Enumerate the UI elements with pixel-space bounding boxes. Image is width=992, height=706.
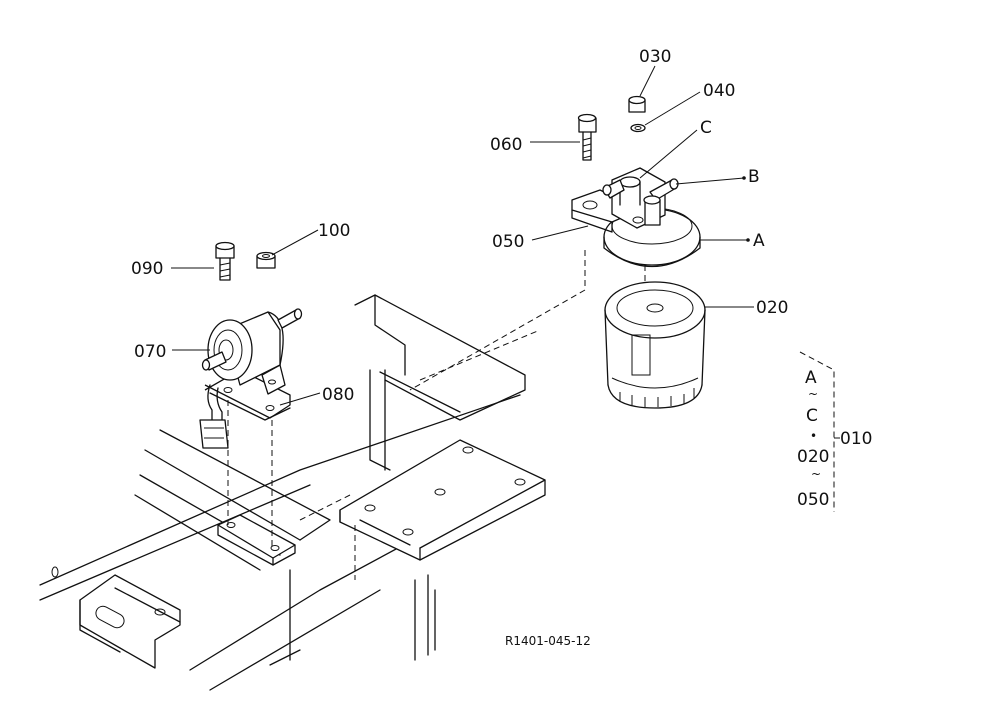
- callout-c: C: [700, 118, 712, 138]
- callout-a: A: [753, 231, 765, 251]
- assembly-group-010: A ~ C • 020 ~ 050 010: [797, 351, 872, 512]
- group-line-020: 020: [797, 447, 829, 467]
- bolt-030: [628, 95, 646, 113]
- bolt-060: [577, 113, 597, 161]
- drawing-code: R1401-045-12: [505, 634, 591, 648]
- group-ref-010: 010: [840, 429, 872, 449]
- frame-structure: [39, 294, 546, 691]
- callout-070: 070: [134, 342, 166, 362]
- callout-080: 080: [322, 385, 354, 405]
- washer-040: [630, 123, 646, 133]
- bolt-100: [256, 251, 276, 269]
- callout-050: 050: [492, 232, 524, 252]
- callout-b: B: [748, 167, 760, 187]
- callout-040: 040: [703, 81, 735, 101]
- group-line-tilde1: ~: [808, 387, 818, 401]
- callout-100: 100: [318, 221, 350, 241]
- group-line-dot: •: [810, 429, 817, 443]
- group-line-050: 050: [797, 490, 829, 510]
- group-line-c: C: [806, 406, 818, 426]
- callout-labels: 030 040 C 060 B 050 A 100 090 020 070 08…: [131, 47, 788, 405]
- fuel-pump: [199, 308, 303, 449]
- callout-020: 020: [756, 298, 788, 318]
- callout-030: 030: [639, 47, 671, 67]
- callout-090: 090: [131, 259, 163, 279]
- group-line-a: A: [805, 368, 817, 388]
- group-line-tilde2: ~: [811, 467, 821, 481]
- callout-060: 060: [490, 135, 522, 155]
- leader-lines: [171, 65, 754, 406]
- bolt-090: [215, 241, 235, 281]
- fuel-filter-assembly: [571, 167, 706, 409]
